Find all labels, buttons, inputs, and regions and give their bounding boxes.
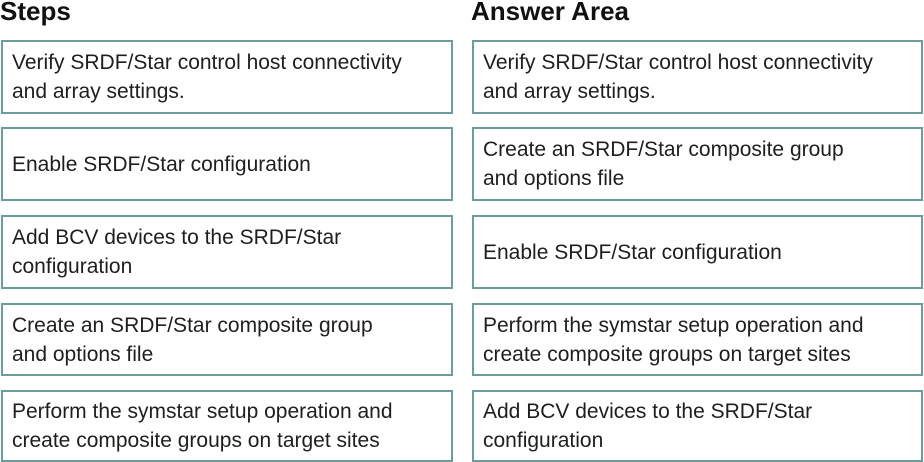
step-item[interactable]: Perform the symstar setup operation and … [1,390,453,462]
step-item[interactable]: Add BCV devices to the SRDF/Star configu… [1,215,453,289]
answer-item[interactable]: Add BCV devices to the SRDF/Star configu… [472,390,923,462]
answer-item[interactable]: Perform the symstar setup operation and … [472,303,923,376]
answer-item[interactable]: Enable SRDF/Star configuration [472,215,923,289]
step-item[interactable]: Create an SRDF/Star composite group and … [1,303,453,376]
step-item[interactable]: Verify SRDF/Star control host connectivi… [1,40,453,114]
answer-item[interactable]: Create an SRDF/Star composite group and … [472,127,923,201]
answer-area-heading: Answer Area [471,0,629,26]
answer-item[interactable]: Verify SRDF/Star control host connectivi… [472,40,923,114]
steps-heading: Steps [0,0,71,26]
step-item[interactable]: Enable SRDF/Star configuration [1,127,453,201]
